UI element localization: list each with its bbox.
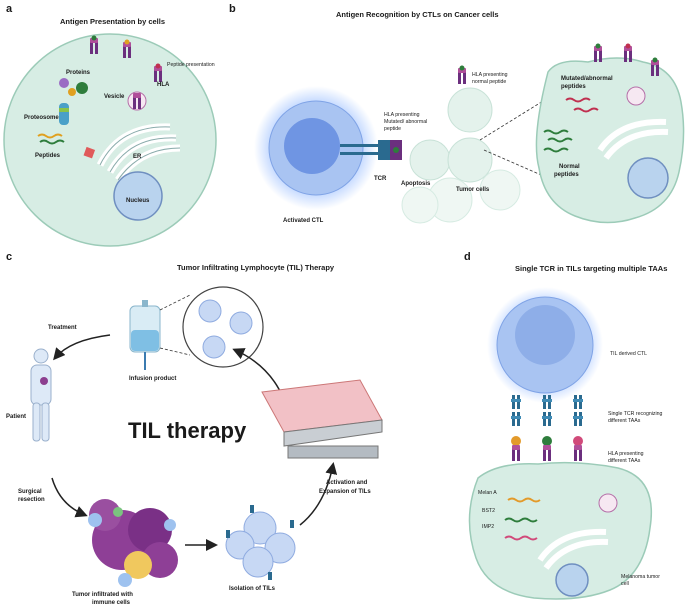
label-mutated-2: peptides: [561, 84, 586, 90]
taa-imp2: [573, 436, 583, 446]
panel-c: c Tumor Infiltrating Lymphocyte (TIL) Th…: [6, 251, 383, 606]
label-vesicle: Vesicle: [104, 94, 125, 100]
taa-melan-a: [511, 436, 521, 446]
zoom-line: [479, 97, 549, 141]
label-normal-2: peptides: [554, 172, 579, 178]
nucleus: [555, 563, 589, 597]
label-hla: HLA: [157, 82, 170, 88]
panel-d-title: Single TCR in TILs targeting multiple TA…: [515, 264, 667, 273]
label-peptides: Peptides: [35, 153, 61, 159]
peptide-icon: [39, 139, 65, 145]
panel-letter-a: a: [6, 3, 13, 15]
label-er: ER: [133, 154, 142, 160]
hla-icon: [543, 445, 551, 461]
tcr-icon: [573, 395, 583, 409]
panel-a-title: Antigen Presentation by cells: [60, 17, 165, 26]
arrow-icon: [51, 477, 88, 518]
hla-icon: [512, 445, 520, 461]
ctl-nucleus: [515, 305, 575, 365]
panel-letter-d: d: [464, 251, 471, 263]
nucleus: [113, 171, 163, 221]
tumor-mass-icon: [88, 499, 178, 587]
protein-icon: [59, 78, 69, 88]
proteosome-icon: [59, 103, 69, 125]
tcr-icon: [340, 144, 380, 147]
label-tcr: TCR: [374, 176, 387, 182]
label-activation-2: Expansion of TILs: [319, 489, 371, 495]
panel-b: b Antigen Recognition by CTLs on Cancer …: [229, 3, 685, 224]
label-hla-normal-2: normal peptide: [472, 79, 506, 85]
til-cluster-icon: [225, 505, 296, 580]
label-hla-diff-2: different TAAs: [608, 458, 641, 464]
endoplasmic-reticulum: [96, 123, 181, 183]
label-hla-mut-3: peptide: [384, 126, 401, 132]
tcr-icon: [573, 412, 583, 426]
label-tumor-inf-1: Tumor infiltrated with: [72, 592, 133, 598]
label-til-ctl: TIL derived CTL: [610, 351, 647, 357]
vesicle-icon: [598, 493, 618, 513]
label-treatment: Treatment: [48, 325, 77, 331]
label-activation-1: Activation and: [326, 480, 368, 486]
label-hla-normal-1: HLA presenting: [472, 72, 508, 78]
arrow-icon: [299, 462, 338, 526]
label-apoptosis: Apoptosis: [401, 181, 431, 187]
label-patient: Patient: [6, 414, 26, 420]
panel-c-title: Tumor Infiltrating Lymphocyte (TIL) Ther…: [177, 263, 335, 272]
label-hla-mut-2: Mutated/ abnormal: [384, 119, 427, 125]
vesicle-icon: [626, 86, 646, 106]
peptide-icon: [37, 133, 63, 139]
tumor-cell-cluster: [401, 87, 521, 224]
protein-icon: [68, 88, 76, 96]
label-tumor-inf-2: immune cells: [92, 600, 131, 606]
panel-a: a Antigen Presentation by cells Peptide …: [3, 3, 217, 247]
label-proteosome: Proteosome: [24, 115, 59, 121]
tcr-icon: [511, 395, 521, 409]
panel-d: d Single TCR in TILs targeting multiple …: [464, 251, 667, 600]
label-single-tcr-2: different TAAs: [608, 418, 641, 424]
label-infusion: Infusion product: [129, 376, 176, 382]
antigen-presenting-cell: [3, 33, 217, 247]
label-isolation: Isolation of TILs: [229, 586, 276, 592]
label-surgical-1: Surgical: [18, 489, 42, 495]
body-icon: [30, 348, 52, 442]
zoom-line: [483, 149, 549, 179]
label-melan-a: Melan A: [478, 490, 497, 496]
label-peptide-presentation: Peptide presentation: [167, 62, 215, 68]
panel-b-title: Antigen Recognition by CTLs on Cancer ce…: [336, 10, 499, 19]
til-therapy-heading: TIL therapy: [128, 418, 247, 443]
iv-bag-icon: [129, 300, 161, 370]
label-surgical-2: resection: [18, 497, 45, 503]
tcr-icon: [542, 412, 552, 426]
nucleus: [627, 157, 669, 199]
label-bst2: BST2: [482, 508, 495, 514]
label-tumor-cells: Tumor cells: [456, 187, 490, 193]
vesicle-icon: [127, 91, 147, 111]
label-hla-diff-1: HLA presenting: [608, 451, 644, 457]
tcr-icon: [511, 412, 521, 426]
label-hla-mut-1: HLA presenting: [384, 112, 420, 118]
panel-letter-b: b: [229, 3, 236, 15]
panel-letter-c: c: [6, 251, 12, 263]
label-activated-ctl: Activated CTL: [283, 218, 324, 224]
label-mutated-1: Mutated/abnormal: [561, 76, 613, 82]
ctl-nucleus: [284, 118, 340, 174]
arrow-icon: [53, 334, 111, 361]
label-imp2: IMP2: [482, 524, 494, 530]
label-melanoma-2: cell: [621, 581, 629, 587]
taa-bst2: [542, 436, 552, 446]
label-normal-1: Normal: [559, 164, 580, 170]
label-melanoma-1: Melanoma tumor: [621, 574, 660, 580]
label-nucleus: Nucleus: [126, 198, 150, 204]
tap-transporter-icon: [83, 146, 96, 159]
label-proteins: Proteins: [66, 70, 91, 76]
hla-icon: [574, 445, 582, 461]
protein-icon: [76, 82, 88, 94]
label-single-tcr-1: Single TCR recognizing: [608, 411, 663, 417]
bioreactor-icon: [261, 379, 383, 459]
